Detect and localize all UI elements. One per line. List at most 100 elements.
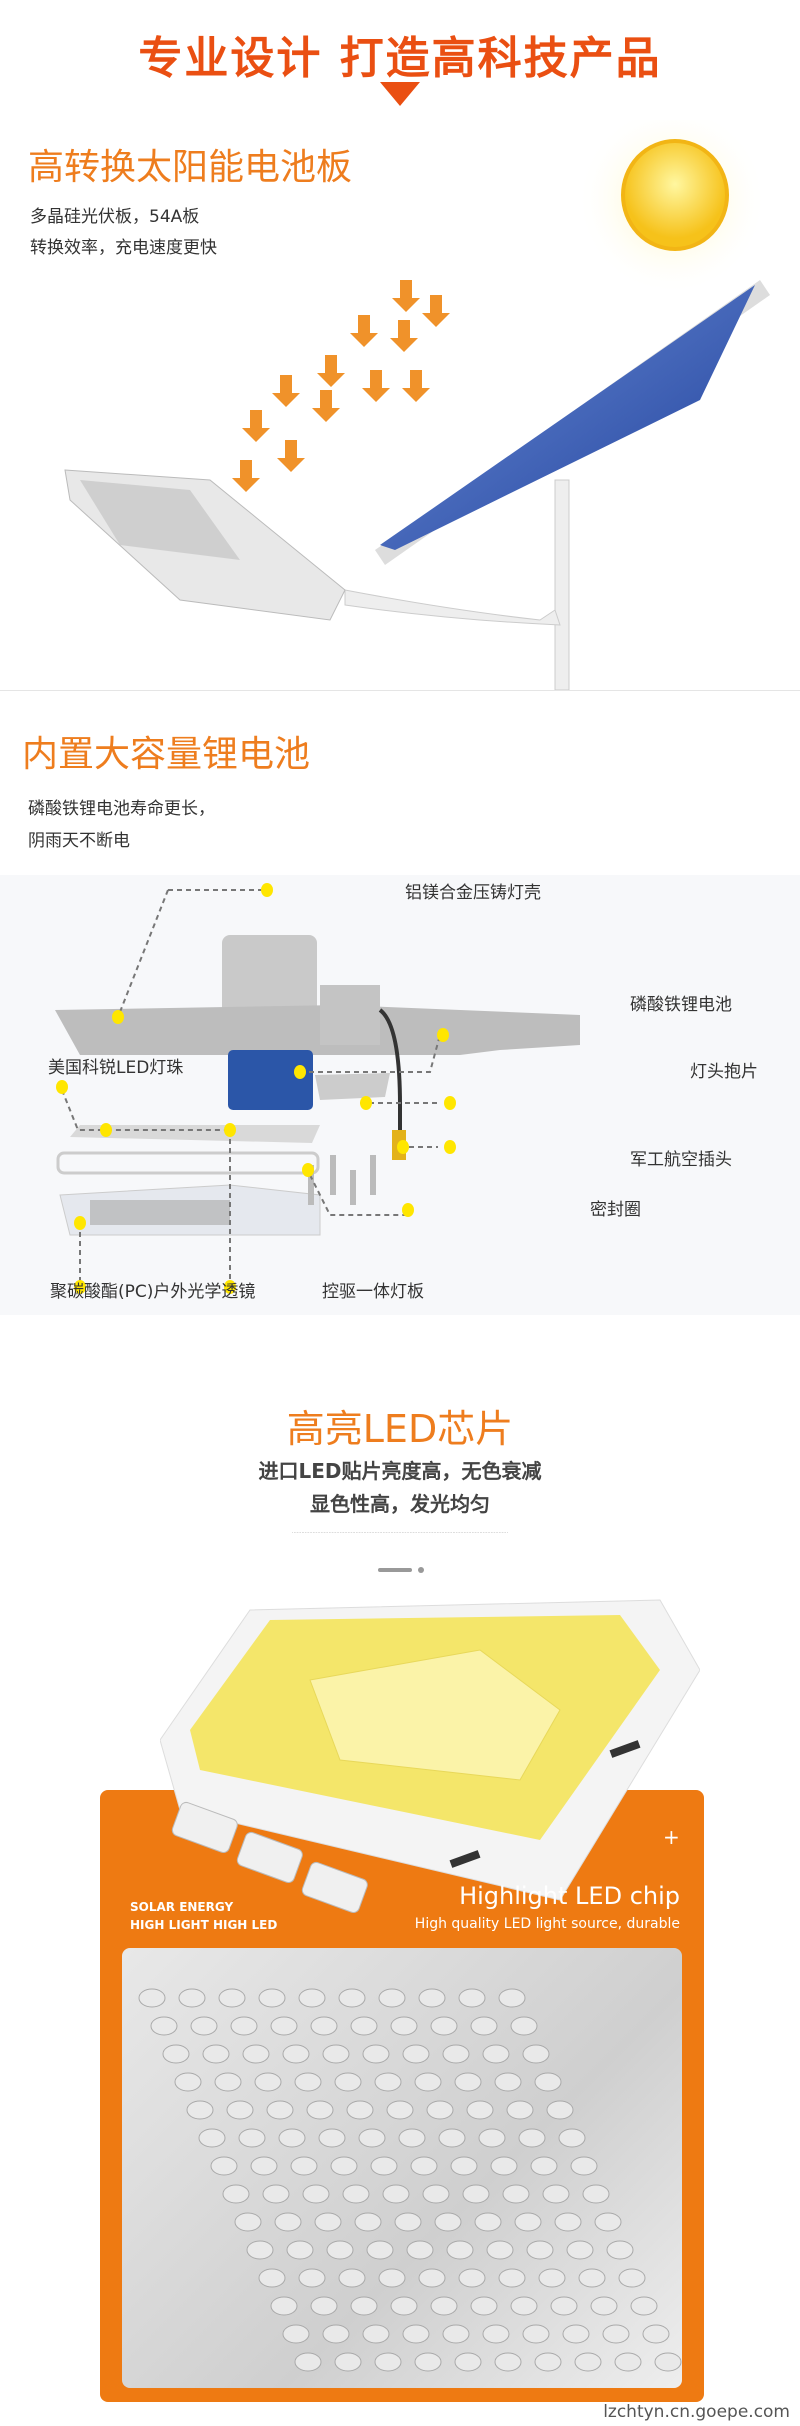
exploded-diagram: 铝镁合金压铸灯壳 磷酸铁锂电池 美国科锐LED灯珠 灯头抱片 军工航空插头 密封…: [0, 875, 800, 1315]
led-bead: [570, 2156, 598, 2176]
led-bead: [430, 2016, 458, 2036]
led-bead: [494, 2352, 522, 2372]
led-bead: [350, 2016, 378, 2036]
led-bead: [442, 2324, 470, 2344]
banner-subtitle: High quality LED light source, durable: [414, 1916, 680, 1932]
label-bracket: 灯头抱片: [690, 1062, 758, 1082]
led-bead: [534, 2352, 562, 2372]
plus-icon: +: [663, 1825, 680, 1849]
led-chip-image: [160, 1599, 700, 1913]
led-bead: [362, 2324, 390, 2344]
led-bead: [498, 2268, 526, 2288]
led-bead: [390, 2016, 418, 2036]
led-bead: [534, 2072, 562, 2092]
led-bead: [294, 2072, 322, 2092]
led-bead: [602, 2324, 630, 2344]
led-bead: [514, 2212, 542, 2232]
battery-line-1: 磷酸铁锂电池寿命更长，: [28, 799, 215, 819]
led-bead: [410, 2156, 438, 2176]
led-bead: [286, 2240, 314, 2260]
led-bead: [458, 2268, 486, 2288]
led-bead: [250, 2156, 278, 2176]
down-arrow-icon: [380, 82, 420, 106]
led-bead: [330, 2156, 358, 2176]
led-bead: [378, 2268, 406, 2288]
solar-heading: 高转换太阳能电池板: [28, 147, 353, 188]
led-bead: [486, 2240, 514, 2260]
led-bead: [306, 2100, 334, 2120]
led-bead: [402, 2044, 430, 2064]
led-bead: [190, 2016, 218, 2036]
led-bead: [238, 2128, 266, 2148]
led-bead: [614, 2352, 642, 2372]
led-bead: [294, 2352, 322, 2372]
led-bead: [574, 2352, 602, 2372]
solar-line-2: 转换效率，充电速度更快: [30, 238, 217, 258]
led-bead: [342, 2184, 370, 2204]
led-bead: [354, 2212, 382, 2232]
led-bead: [254, 2072, 282, 2092]
led-bead: [334, 2352, 362, 2372]
led-bead: [530, 2156, 558, 2176]
led-bead: [594, 2212, 622, 2232]
label-housing: 铝镁合金压铸灯壳: [405, 883, 541, 903]
led-bead: [362, 2044, 390, 2064]
led-module-image: /* dots drawn below */: [122, 1948, 682, 2388]
led-bead: [606, 2240, 634, 2260]
led-bead: [538, 2268, 566, 2288]
led-bead: [630, 2296, 658, 2316]
led-bead: [414, 2352, 442, 2372]
chip-heading: 高亮LED芯片: [286, 1407, 514, 1451]
section-divider: [0, 690, 800, 691]
led-bead: [350, 2296, 378, 2316]
led-bead: [162, 2044, 190, 2064]
led-bead: [258, 2268, 286, 2288]
led-bead: [270, 2296, 298, 2316]
led-bead: [454, 2352, 482, 2372]
led-bead: [498, 1988, 526, 2008]
led-bead: [230, 2016, 258, 2036]
led-bead: [366, 2240, 394, 2260]
led-bead: [478, 2128, 506, 2148]
led-bead: [234, 2212, 262, 2232]
led-bead: [290, 2156, 318, 2176]
led-bead: [414, 2072, 442, 2092]
led-bead: [406, 2240, 434, 2260]
led-bead: [174, 2072, 202, 2092]
led-bead: [558, 2128, 586, 2148]
banner-title: Highlight LED chip: [459, 1882, 680, 1910]
led-bead: [426, 2100, 454, 2120]
led-bead: [370, 2156, 398, 2176]
led-bead: [322, 2044, 350, 2064]
led-bead: [654, 2352, 682, 2372]
battery-pack: [228, 1050, 313, 1110]
led-bead: [198, 2128, 226, 2148]
page-title: 专业设计 打造高科技产品: [138, 33, 662, 84]
led-bead: [526, 2240, 554, 2260]
led-bead: [482, 2044, 510, 2064]
led-bead: [542, 2184, 570, 2204]
led-bead: [394, 2212, 422, 2232]
led-bead: [226, 2100, 254, 2120]
banner-left-line-1: SOLAR ENERGY: [130, 1900, 234, 1914]
led-bead: [278, 2128, 306, 2148]
fine-print: ........................................…: [291, 1529, 509, 1535]
led-bead: [338, 2268, 366, 2288]
led-bead: [258, 1988, 286, 2008]
led-bead: [466, 2100, 494, 2120]
led-bead: [282, 2324, 310, 2344]
label-board: 控驱一体灯板: [322, 1282, 424, 1302]
led-bead: [506, 2100, 534, 2120]
led-bead: [326, 2240, 354, 2260]
led-bead: [178, 1988, 206, 2008]
led-bead: [386, 2100, 414, 2120]
led-bead: [338, 1988, 366, 2008]
led-bead: [430, 2296, 458, 2316]
lamp-pole: [554, 479, 570, 690]
led-bead: [562, 2324, 590, 2344]
led-bead: [318, 2128, 346, 2148]
led-bead: [578, 2268, 606, 2288]
led-bead: [618, 2268, 646, 2288]
led-bead: [522, 2324, 550, 2344]
led-bead: [138, 1988, 166, 2008]
